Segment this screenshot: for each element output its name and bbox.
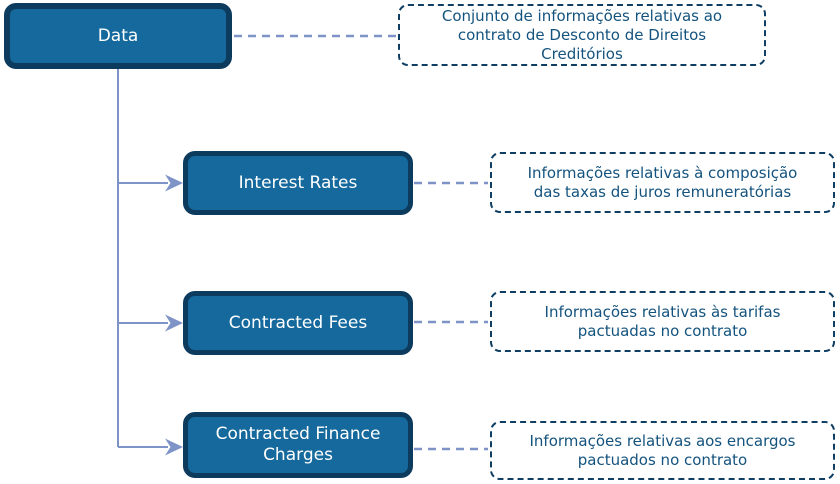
node-contracted-fees-label: Contracted Fees: [228, 312, 368, 333]
arrowhead-contracted-fees-icon: [165, 314, 183, 332]
annotation-interest-rates: Informações relativas à composição das t…: [490, 152, 835, 213]
annotation-contracted-fees: Informações relativas às tarifas pactuad…: [490, 291, 835, 352]
annotation-contracted-finance-charges-text: Informações relativas aos encargos pactu…: [529, 431, 796, 469]
arrowhead-interest-rates-icon: [165, 174, 183, 192]
arrowhead-contracted-finance-charges-icon: [165, 438, 183, 456]
node-data: Data: [4, 3, 232, 69]
node-contracted-finance-charges-label: Contracted Finance Charges: [215, 424, 381, 465]
node-interest-rates-label: Interest Rates: [238, 172, 358, 193]
node-contracted-finance-charges: Contracted Finance Charges: [183, 412, 413, 478]
annotation-contracted-fees-text: Informações relativas às tarifas pactuad…: [544, 302, 781, 340]
annotation-data-text: Conjunto de informações relativas ao con…: [441, 6, 723, 63]
node-contracted-fees: Contracted Fees: [183, 291, 413, 355]
node-interest-rates: Interest Rates: [183, 151, 413, 215]
annotation-contracted-finance-charges: Informações relativas aos encargos pactu…: [490, 421, 835, 480]
annotation-data: Conjunto de informações relativas ao con…: [398, 4, 766, 66]
node-data-label: Data: [97, 25, 139, 46]
annotation-interest-rates-text: Informações relativas à composição das t…: [527, 163, 798, 201]
